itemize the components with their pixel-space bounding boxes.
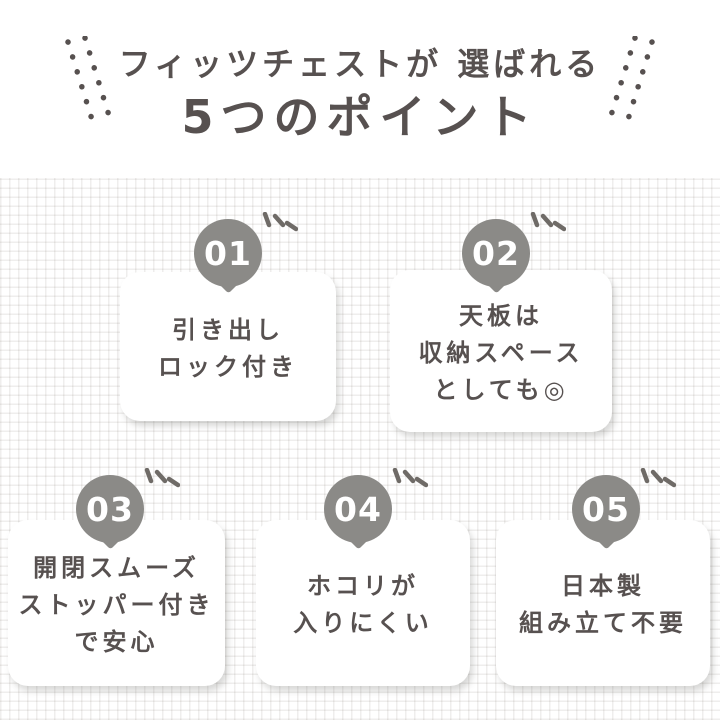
- point-number: 05: [582, 489, 630, 529]
- point-4-line: ホコリが: [307, 572, 419, 600]
- point-5-text: 日本製 組み立て不要: [519, 564, 687, 642]
- point-4-card: ホコリが 入りにくい: [256, 520, 470, 686]
- title-decoration-left-icon: [65, 36, 114, 129]
- sparkle-icon: [392, 468, 428, 488]
- point-4-text: ホコリが 入りにくい: [293, 564, 433, 642]
- number-circle: 02: [462, 219, 530, 287]
- point-number: 03: [86, 489, 134, 529]
- point-5-badge: 05: [572, 468, 676, 550]
- sparkle-icon: [262, 212, 298, 232]
- point-2-line: 天板は: [459, 301, 543, 330]
- point-number: 01: [204, 233, 252, 273]
- point-4-badge: 04: [324, 468, 428, 550]
- title-decoration-right-icon: [606, 36, 655, 129]
- point-2-line: 収納スペース: [418, 338, 584, 367]
- point-number: 02: [472, 233, 520, 273]
- sparkle-icon: [640, 468, 676, 488]
- point-number: 04: [334, 489, 382, 529]
- number-circle: 03: [76, 475, 144, 543]
- point-5-line: 組み立て不要: [519, 609, 687, 637]
- point-2-badge: 02: [462, 212, 566, 294]
- number-circle: 04: [324, 475, 392, 543]
- point-3-line: ストッパー付き: [18, 590, 215, 619]
- point-3-card: 開閉スムーズ ストッパー付き で安心: [8, 520, 225, 686]
- page-title-line2: 5つのポイント: [181, 90, 539, 144]
- point-5-card: 日本製 組み立て不要: [496, 520, 710, 686]
- point-1-text: 引き出し ロック付き: [158, 308, 298, 386]
- point-1-line: 引き出し: [172, 315, 284, 344]
- point-2-card: 天板は 収納スペース としても◎: [390, 270, 612, 432]
- point-3-text: 開閉スムーズ ストッパー付き で安心: [19, 546, 215, 661]
- point-1-badge: 01: [194, 212, 298, 294]
- sparkle-icon: [144, 468, 180, 488]
- point-3-line: で安心: [74, 627, 159, 656]
- point-3-badge: 03: [76, 468, 180, 550]
- point-2-line: としても◎: [433, 375, 569, 404]
- sparkle-icon: [530, 212, 566, 232]
- number-circle: 01: [194, 219, 262, 287]
- point-3-line: 開閉スムーズ: [33, 553, 200, 582]
- point-5-line: 日本製: [561, 572, 645, 600]
- point-4-line: 入りにくい: [293, 609, 433, 637]
- point-1-card: 引き出し ロック付き: [120, 272, 336, 421]
- point-2-text: 天板は 収納スペース としても◎: [418, 294, 583, 409]
- point-1-line: ロック付き: [158, 352, 298, 381]
- page-title-line1: フィッツチェストが 選ばれる: [118, 45, 602, 83]
- number-circle: 05: [572, 475, 640, 543]
